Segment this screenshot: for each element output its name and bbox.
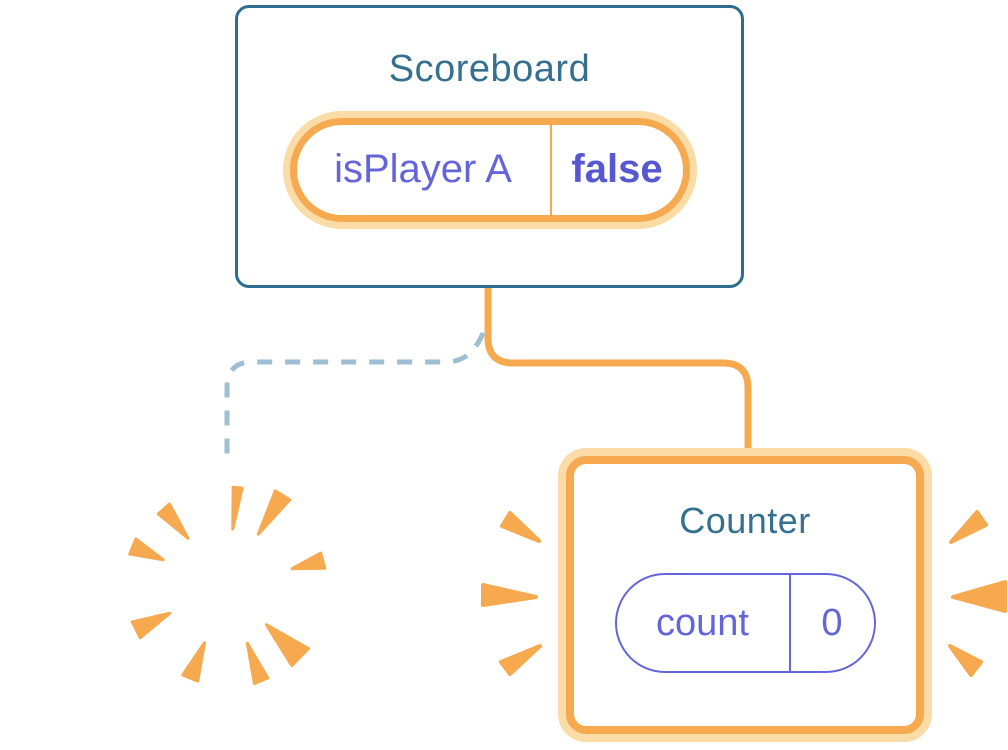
scoreboard-title: Scoreboard <box>388 48 591 90</box>
state-key-label: isPlayer A <box>334 147 512 192</box>
state-pill-divider <box>549 124 552 215</box>
scoreboard-card: Scoreboard isPlayer A false <box>235 5 744 288</box>
connector-solid-line <box>484 288 752 452</box>
emphasis-burst-right-icon <box>948 510 1007 677</box>
scoreboard-state-pill: isPlayer A false <box>289 117 690 222</box>
emphasis-burst-left-icon <box>481 511 542 676</box>
poof-square <box>87 448 366 727</box>
state-value-label: false <box>571 147 663 192</box>
connector-dashed-line <box>224 331 486 458</box>
counter-title: Counter <box>679 500 811 541</box>
count-pill-divider <box>788 575 791 672</box>
count-value-label: 0 <box>821 601 843 644</box>
count-key-label: count <box>656 601 749 644</box>
counter-state-pill: count 0 <box>614 573 876 674</box>
counter-card: Counter count 0 <box>566 456 924 734</box>
poof-burst-icon <box>128 485 327 685</box>
